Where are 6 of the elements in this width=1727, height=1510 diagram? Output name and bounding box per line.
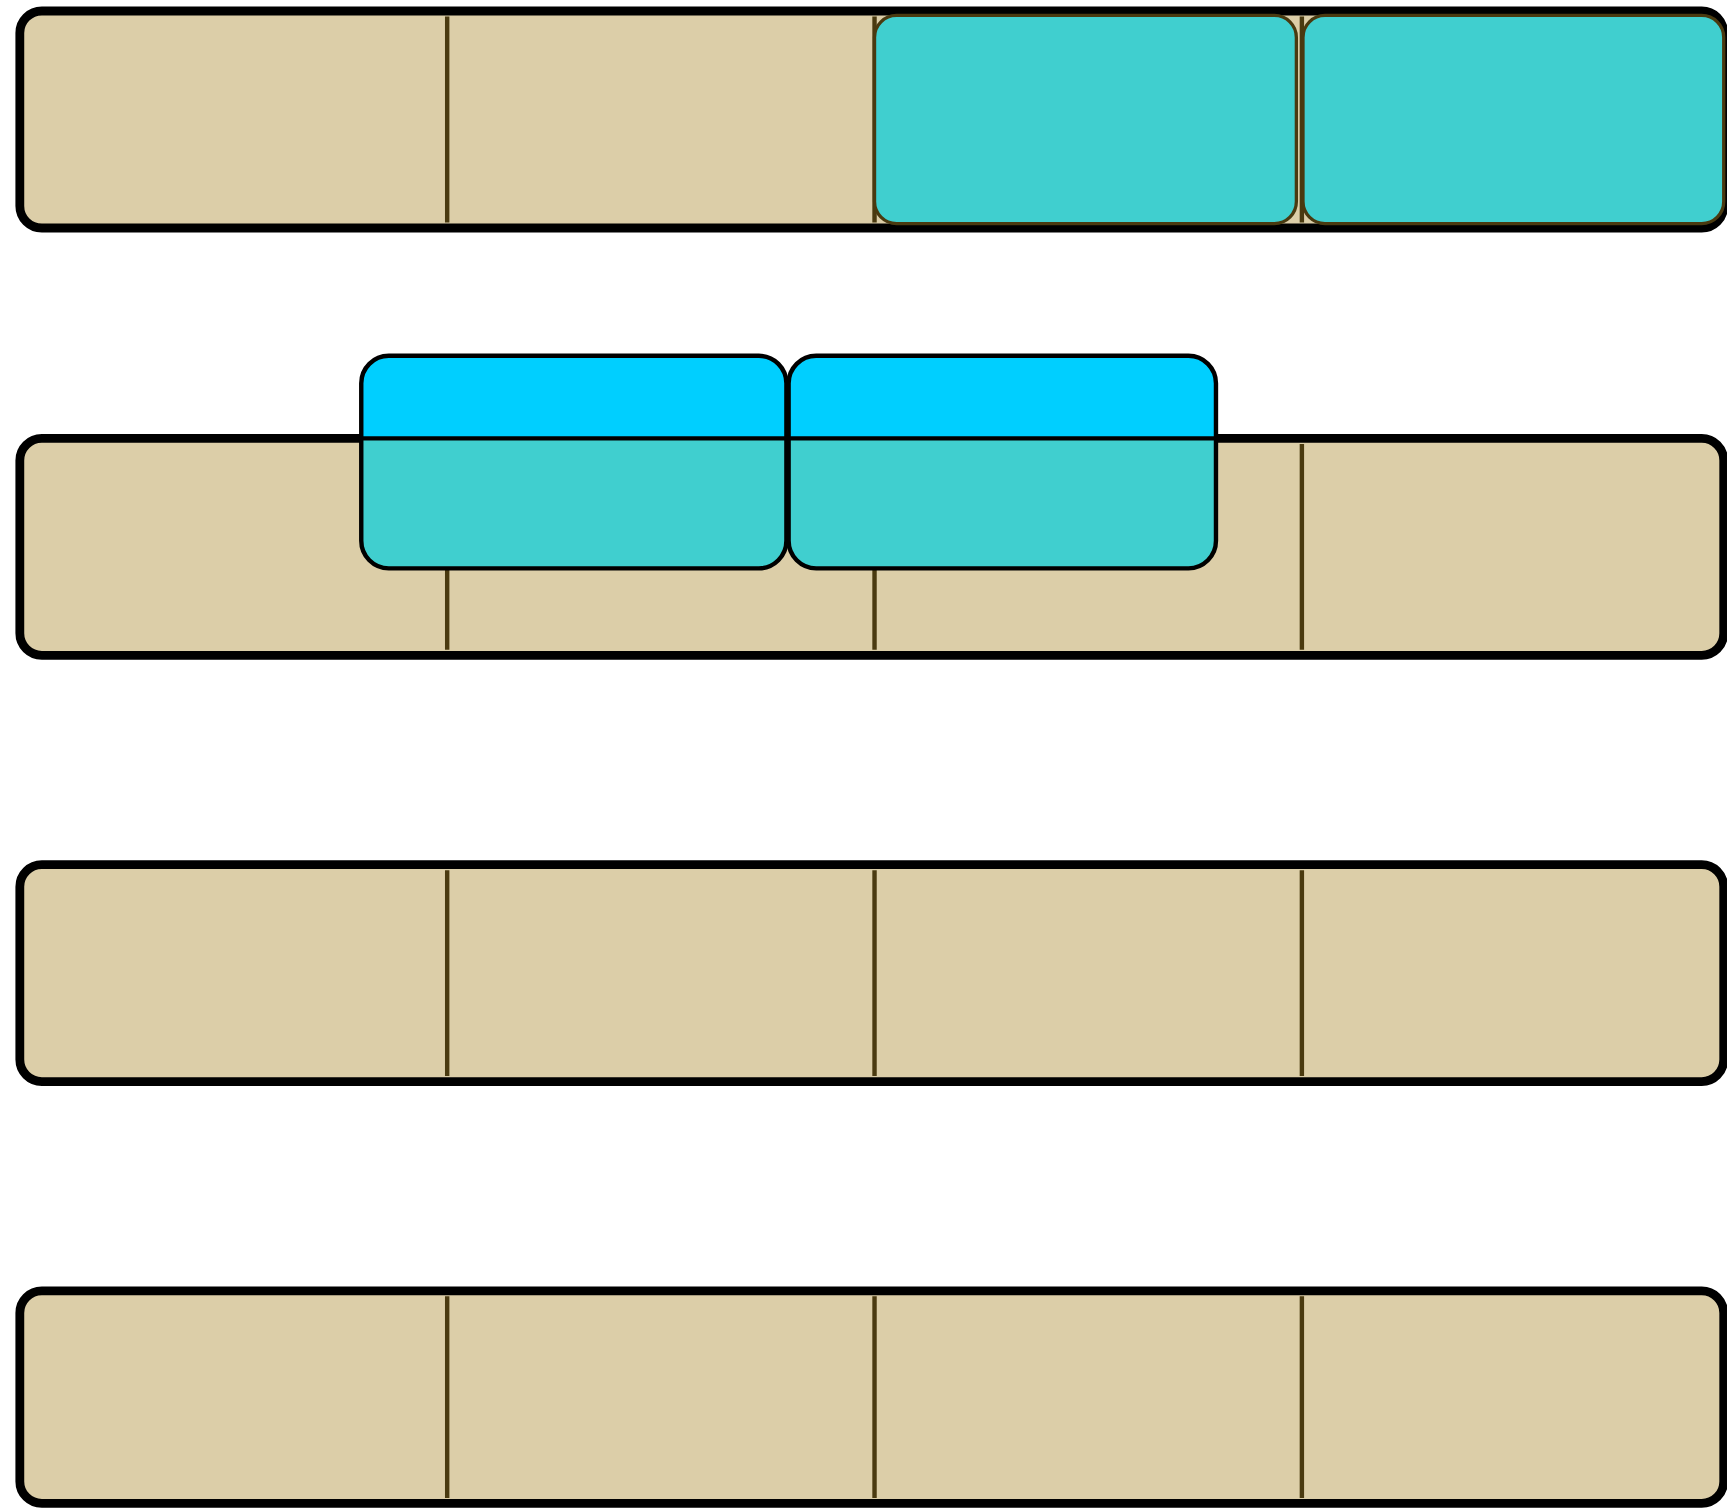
block: [1301, 13, 1726, 226]
bar: [15, 860, 1727, 1086]
block: [786, 353, 1219, 571]
bar: [15, 1286, 1727, 1508]
block: [872, 13, 1298, 226]
block: [359, 353, 789, 571]
